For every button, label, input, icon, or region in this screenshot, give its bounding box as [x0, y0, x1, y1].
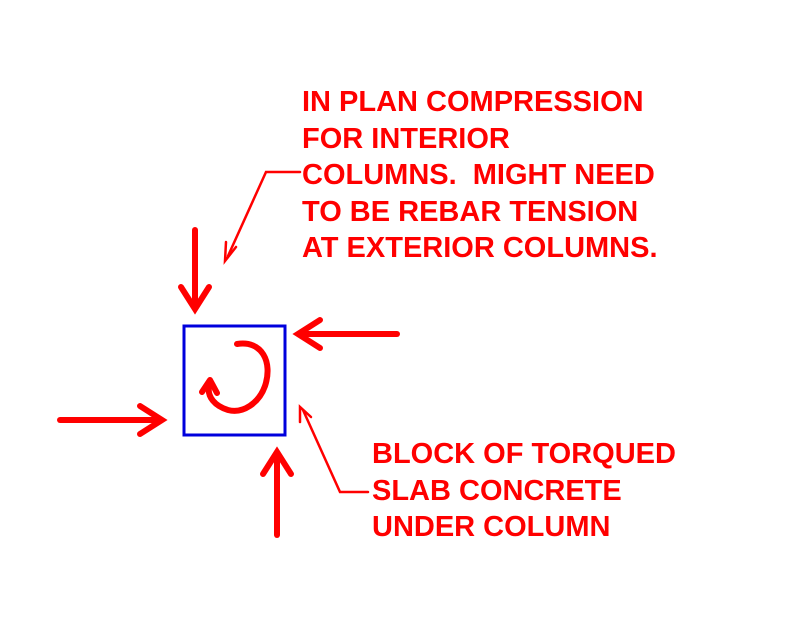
arrow-right-icon: [57, 403, 168, 437]
arrow-down-icon: [178, 227, 212, 315]
note-line: BLOCK OF TORQUED: [372, 438, 676, 470]
plan-compression-note: IN PLAN COMPRESSION FOR INTERIOR COLUMNS…: [302, 84, 658, 267]
note-line: COLUMNS. MIGHT NEED: [302, 159, 655, 191]
note-line: AT EXTERIOR COLUMNS.: [302, 232, 658, 264]
circular-arrow-icon: [199, 340, 271, 414]
note-line: SLAB CONCRETE: [372, 474, 622, 507]
note-line: TO BE REBAR TENSION: [302, 195, 639, 228]
leader-line-bottom: [298, 404, 370, 494]
note-line: FOR INTERIOR: [302, 122, 510, 155]
column-block: [182, 324, 287, 437]
leader-line-top: [223, 170, 302, 265]
arrow-left-icon: [292, 317, 400, 351]
note-line: IN PLAN COMPRESSION: [302, 86, 644, 118]
note-line: UNDER COLUMN: [372, 511, 611, 543]
torqued-block-note: BLOCK OF TORQUED SLAB CONCRETE UNDER COL…: [372, 436, 676, 546]
arrow-up-icon: [260, 446, 294, 538]
